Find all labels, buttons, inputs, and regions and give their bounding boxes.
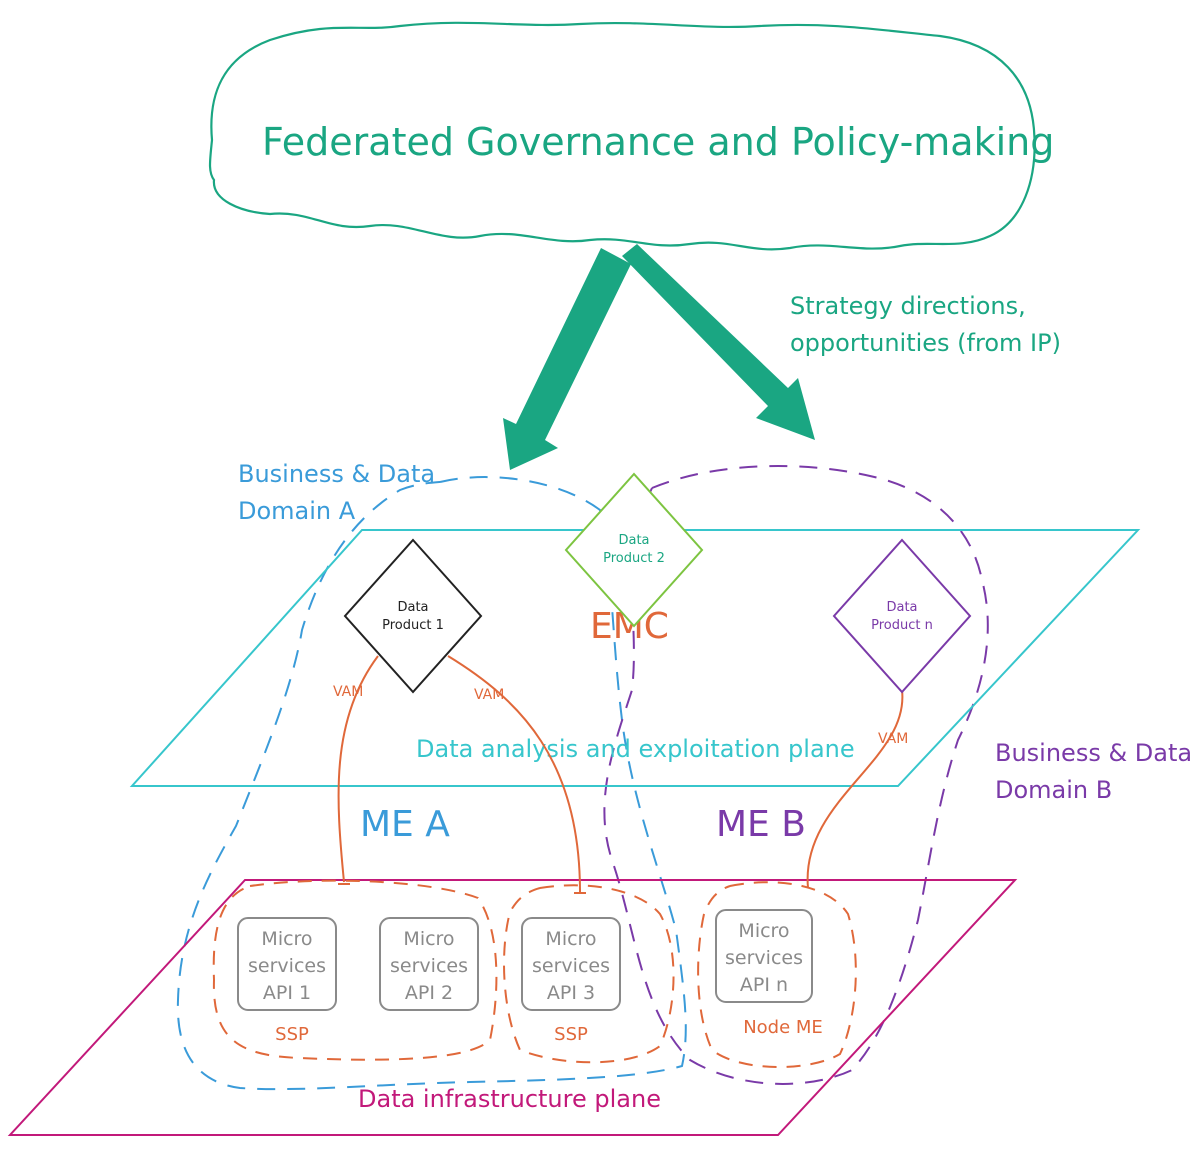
- governance-title: Federated Governance and Policy-making: [262, 120, 1054, 164]
- me-a-label: ME A: [360, 804, 450, 845]
- microservice-api-n-line3: API n: [740, 974, 788, 996]
- analysis-plane: [129, 529, 1141, 787]
- domain-a-label-line2: Domain A: [238, 497, 356, 525]
- microservice-api-2-line3: API 2: [405, 982, 453, 1004]
- data-product-2-line2: Product 2: [603, 551, 665, 566]
- data-product-2-line1: Data: [618, 533, 649, 548]
- node-me-label: Node ME: [743, 1017, 823, 1038]
- microservice-api-n-line2: services: [725, 947, 803, 969]
- microservice-api-1-line1: Micro: [261, 928, 312, 950]
- node-me-group-boundary: [697, 881, 857, 1068]
- strategy-arrow-right: [622, 244, 815, 440]
- microservice-api-1-line2: services: [248, 955, 326, 977]
- data-product-n-diamond: [832, 538, 972, 694]
- analysis-plane-label: Data analysis and exploitation plane: [416, 735, 855, 763]
- vam-connector-n: [806, 689, 904, 889]
- infra-plane: [7, 879, 1018, 1136]
- strategy-text-line1: Strategy directions,: [790, 292, 1026, 320]
- domain-a-boundary: [176, 476, 687, 1091]
- microservice-api-2-box: [379, 917, 479, 1011]
- vam-connector-1: [337, 655, 379, 883]
- me-b-label: ME B: [716, 804, 806, 845]
- microservice-api-3-line3: API 3: [547, 982, 595, 1004]
- vam-label-n: VAM: [878, 731, 908, 747]
- microservice-api-2-line2: services: [390, 955, 468, 977]
- data-product-1-line1: Data: [397, 600, 428, 615]
- microservice-api-2-line1: Micro: [403, 928, 454, 950]
- microservice-api-n-box: [715, 909, 813, 1003]
- ssp-label-1: SSP: [275, 1024, 309, 1045]
- domain-b-label-line2: Domain B: [995, 776, 1112, 804]
- microservice-api-3-line1: Micro: [545, 928, 596, 950]
- microservice-api-n-line1: Micro: [738, 920, 789, 942]
- data-product-1-diamond: [343, 538, 483, 694]
- data-product-1-line2: Product 1: [382, 618, 444, 633]
- microservice-api-3-box: [521, 917, 621, 1011]
- vam-label-2: VAM: [474, 687, 504, 703]
- ssp-label-2: SSP: [554, 1024, 588, 1045]
- domain-b-boundary: [603, 465, 989, 1085]
- domain-a-label-line1: Business & Data: [238, 460, 435, 488]
- microservice-api-1-line3: API 1: [263, 982, 311, 1004]
- microservice-api-1-box: [237, 917, 337, 1011]
- data-product-2-diamond: [564, 472, 704, 628]
- microservice-api-3-line2: services: [532, 955, 610, 977]
- domain-b-label-line1: Business & Data: [995, 739, 1192, 767]
- strategy-text-line2: opportunities (from IP): [790, 329, 1061, 357]
- governance-cloud: [208, 21, 1036, 251]
- data-product-n-line1: Data: [886, 600, 917, 615]
- ssp-group-1-boundary: [212, 879, 498, 1061]
- infra-plane-label: Data infrastructure plane: [358, 1085, 661, 1113]
- vam-connector-2: [447, 655, 581, 893]
- strategy-arrow-left: [503, 248, 631, 470]
- vam-label-1: VAM: [333, 684, 363, 700]
- data-product-n-line2: Product n: [871, 618, 933, 633]
